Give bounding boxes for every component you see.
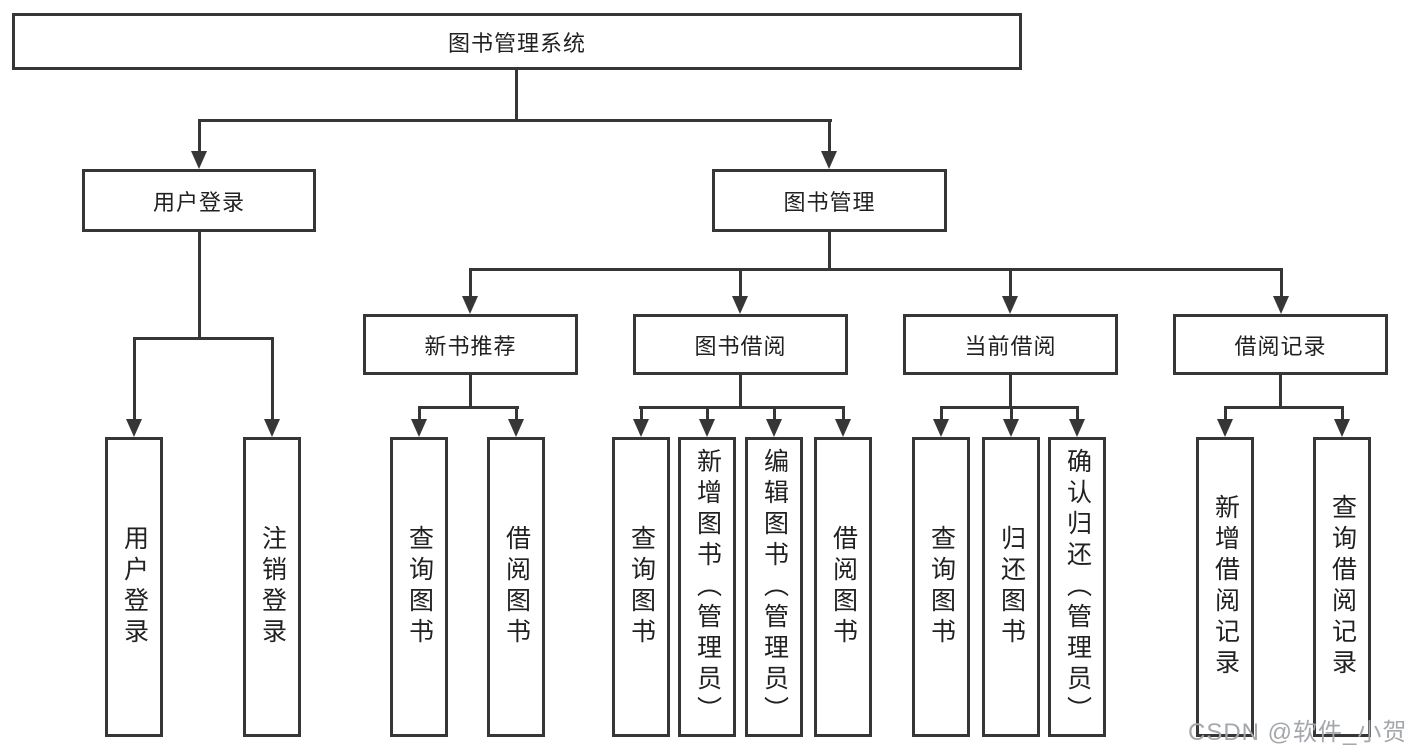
arrowhead-icon (933, 419, 949, 437)
connector-line (198, 119, 201, 152)
connector-line (469, 268, 472, 298)
arrowhead-icon (508, 419, 524, 437)
leaf-logout: 注销登录 (243, 437, 301, 737)
node-new-book-recommendation: 新书推荐 (363, 314, 578, 375)
node-book-borrowing: 图书借阅 (633, 314, 848, 375)
connector-line (133, 337, 136, 420)
connector-line (940, 406, 1079, 409)
connector-line (706, 406, 709, 421)
connector-line (940, 406, 943, 421)
connector-line (133, 337, 274, 340)
node-borrowing-records: 借阅记录 (1173, 314, 1388, 375)
arrowhead-icon (699, 419, 715, 437)
connector-line (828, 232, 831, 271)
connector-line (639, 406, 845, 409)
connector-line (1009, 268, 1012, 298)
connector-line (418, 406, 519, 409)
leaf-query-books-recommend: 查询图书 (390, 437, 448, 737)
arrowhead-icon (1069, 419, 1085, 437)
connector-line (640, 406, 643, 421)
arrowhead-icon (126, 419, 142, 437)
arrowhead-icon (264, 419, 280, 437)
node-library-management-system: 图书管理系统 (12, 13, 1022, 70)
connector-line (1010, 406, 1013, 421)
connector-line (469, 268, 1283, 271)
leaf-borrow-books-recommend: 借阅图书 (487, 437, 545, 737)
arrowhead-icon (462, 296, 478, 314)
connector-line (1224, 406, 1227, 421)
node-current-borrowing: 当前借阅 (903, 314, 1118, 375)
connector-line (739, 375, 742, 409)
node-book-management: 图书管理 (712, 169, 947, 232)
leaf-query-borrow-record: 查询借阅记录 (1313, 437, 1371, 737)
connector-line (842, 406, 845, 421)
arrowhead-icon (821, 151, 837, 169)
connector-line (739, 268, 742, 298)
csdn-watermark: CSDN @软件_小贺同学 (1188, 719, 1405, 746)
leaf-user-login: 用户登录 (105, 437, 163, 737)
connector-line (773, 406, 776, 421)
arrowhead-icon (411, 419, 427, 437)
connector-line (271, 337, 274, 420)
connector-line (1279, 375, 1282, 409)
connector-line (418, 406, 421, 421)
connector-line (469, 375, 472, 409)
leaf-add-borrow-record: 新增借阅记录 (1196, 437, 1254, 737)
leaf-edit-books-admin: 编辑图书（管理员） (745, 437, 803, 737)
leaf-query-books-current: 查询图书 (912, 437, 970, 737)
connector-line (1341, 406, 1344, 421)
arrowhead-icon (1217, 419, 1233, 437)
leaf-confirm-return-admin: 确认归还（管理员） (1048, 437, 1106, 737)
arrowhead-icon (766, 419, 782, 437)
arrowhead-icon (633, 419, 649, 437)
arrowhead-icon (1334, 419, 1350, 437)
connector-line (1076, 406, 1079, 421)
connector-line (198, 232, 201, 338)
leaf-query-books-borrowing: 查询图书 (612, 437, 670, 737)
node-user-login: 用户登录 (82, 169, 316, 232)
arrowhead-icon (1273, 296, 1289, 314)
leaf-add-books-admin: 新增图书（管理员） (678, 437, 736, 737)
connector-line (1224, 406, 1344, 409)
arrowhead-icon (1003, 419, 1019, 437)
connector-line (1280, 268, 1283, 298)
connector-line (1009, 375, 1012, 409)
arrowhead-icon (732, 296, 748, 314)
arrowhead-icon (835, 419, 851, 437)
leaf-borrow-books: 借阅图书 (814, 437, 872, 737)
connector-line (515, 406, 518, 421)
arrowhead-icon (191, 151, 207, 169)
connector-line (828, 119, 831, 152)
arrowhead-icon (1002, 296, 1018, 314)
leaf-return-books: 归还图书 (982, 437, 1040, 737)
connector-line (198, 119, 832, 122)
connector-line (515, 70, 518, 120)
